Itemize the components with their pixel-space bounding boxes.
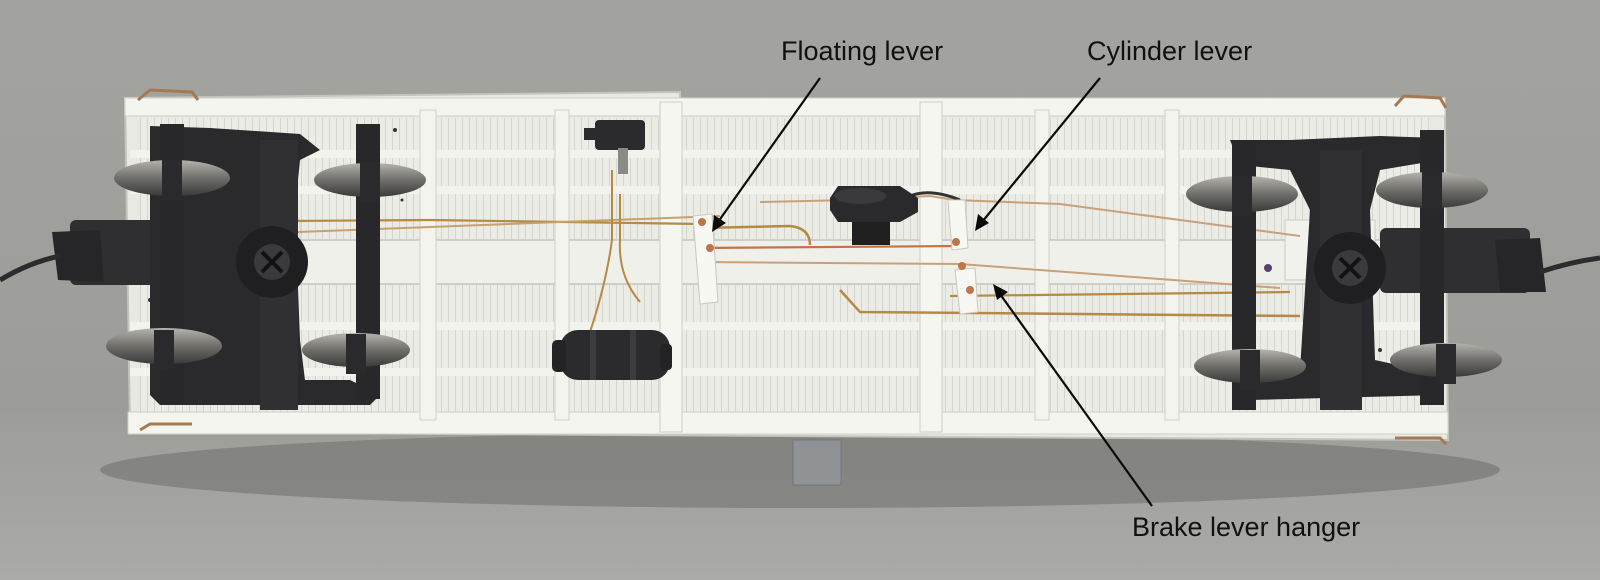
floating-lever-leader xyxy=(717,77,821,223)
brake-lever-hanger-leader xyxy=(999,293,1153,507)
left-truck xyxy=(0,124,426,410)
air-reservoir xyxy=(552,330,672,380)
floating-lever-label: Floating lever xyxy=(781,36,944,66)
cylinder-lever-arrowhead xyxy=(975,214,989,231)
right-truck xyxy=(1186,130,1600,410)
brake-lever-hanger-arrowhead xyxy=(993,284,1008,300)
leader-lines xyxy=(712,77,1153,507)
floating-lever-arrowhead xyxy=(712,215,726,232)
cylinder-lever-label: Cylinder lever xyxy=(1087,36,1253,66)
brake-lever-hanger-label: Brake lever hanger xyxy=(1132,512,1361,542)
brake-cylinder xyxy=(830,186,918,245)
control-valve xyxy=(584,120,645,174)
cylinder-lever-leader xyxy=(981,77,1101,223)
brake-levers xyxy=(692,199,979,315)
